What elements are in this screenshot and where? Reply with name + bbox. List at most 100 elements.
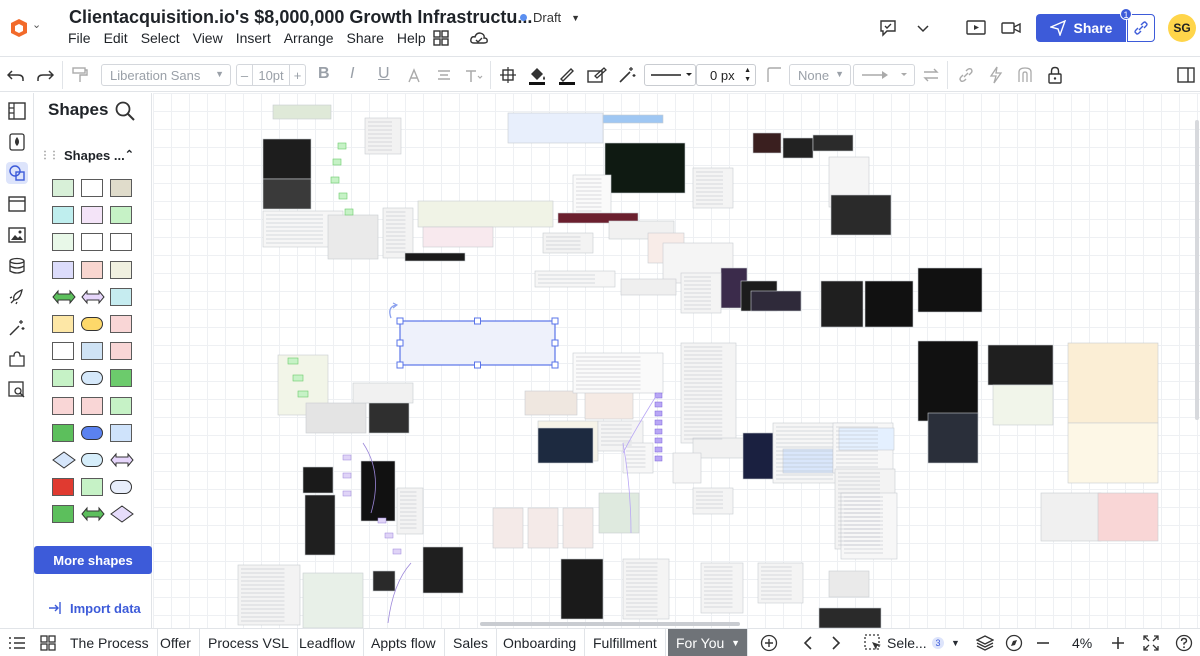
canvas-thumbnail[interactable] — [399, 320, 556, 366]
redo-icon[interactable] — [34, 64, 56, 86]
canvas-thumbnail[interactable] — [1040, 492, 1102, 542]
canvas-horizontal-scrollbar[interactable] — [480, 622, 740, 626]
flow-node[interactable] — [338, 192, 348, 200]
tab-fulfillment[interactable]: Fulfillment — [585, 629, 666, 656]
canvas-thumbnail[interactable] — [604, 142, 686, 194]
library-shape[interactable] — [81, 317, 103, 331]
canvas-thumbnail[interactable] — [404, 252, 466, 262]
connector-line[interactable] — [622, 442, 632, 534]
fullscreen-icon[interactable] — [1141, 633, 1161, 653]
library-shape[interactable] — [52, 233, 74, 252]
canvas-thumbnail[interactable] — [622, 558, 670, 620]
library-shape[interactable] — [110, 480, 132, 495]
tab-menu-caret-icon[interactable]: ▼ — [731, 638, 740, 648]
library-shape[interactable] — [52, 396, 74, 415]
zoom-out-icon[interactable] — [1033, 633, 1053, 653]
zoom-in-icon[interactable] — [1108, 633, 1128, 653]
canvas-thumbnail[interactable] — [492, 507, 524, 549]
library-shape[interactable] — [110, 451, 134, 469]
library-shape[interactable] — [52, 260, 74, 279]
flow-node[interactable] — [654, 410, 663, 417]
library-shape[interactable] — [52, 179, 74, 197]
magic-wand-icon[interactable] — [616, 64, 638, 86]
font-size-stepper[interactable]: – 10pt + — [236, 64, 306, 86]
menu-share[interactable]: Share — [346, 30, 384, 46]
flow-node[interactable] — [654, 419, 663, 426]
rotate-handle-icon[interactable] — [389, 304, 397, 319]
flow-node[interactable] — [654, 455, 663, 462]
menu-select[interactable]: Select — [140, 30, 180, 46]
library-shape[interactable] — [110, 342, 132, 361]
video-icon[interactable] — [1000, 17, 1022, 39]
tab-sales[interactable]: Sales — [445, 629, 498, 656]
tab-appts-flow[interactable]: Appts flow — [363, 629, 445, 656]
tab-onboarding[interactable]: Onboarding — [495, 629, 586, 656]
canvas-thumbnail[interactable] — [840, 492, 898, 560]
library-shape[interactable] — [52, 288, 76, 306]
library-shape[interactable] — [52, 369, 74, 388]
canvas-thumbnail[interactable] — [864, 280, 914, 328]
canvas-thumbnail[interactable] — [305, 402, 367, 434]
library-shape[interactable] — [81, 396, 103, 415]
line-end-select[interactable] — [853, 64, 915, 86]
page-list-icon[interactable] — [7, 633, 27, 653]
canvas-thumbnail[interactable] — [396, 487, 424, 535]
add-page-icon[interactable] — [759, 633, 779, 653]
selection-handle[interactable] — [551, 361, 559, 369]
search-icon[interactable] — [114, 100, 136, 122]
flow-node[interactable] — [384, 532, 394, 539]
canvas-thumbnail[interactable] — [262, 138, 312, 180]
document-title[interactable]: Clientacquisition.io's $8,000,000 Growth… — [69, 7, 533, 27]
cloud-sync-icon[interactable] — [469, 28, 489, 48]
line-width-spinner-icon[interactable]: ▲▼ — [744, 67, 751, 83]
text-color-icon[interactable] — [403, 65, 425, 87]
image-icon[interactable] — [6, 224, 28, 246]
canvas-thumbnail[interactable] — [917, 340, 979, 422]
data-linking-icon[interactable] — [1014, 64, 1036, 86]
canvas-thumbnail[interactable] — [742, 432, 774, 480]
library-shape[interactable] — [81, 260, 103, 279]
library-shape[interactable] — [52, 478, 74, 497]
search-image-icon[interactable] — [6, 379, 28, 401]
canvas-thumbnail[interactable] — [237, 564, 301, 626]
fill-color-icon[interactable] — [526, 64, 548, 86]
connector-line[interactable] — [622, 392, 659, 454]
document-status[interactable]: Draft ▼ — [520, 10, 580, 25]
library-shape[interactable] — [81, 478, 103, 497]
canvas-thumbnail[interactable] — [527, 507, 559, 549]
canvas-thumbnail[interactable] — [830, 194, 892, 236]
user-avatar[interactable]: SG — [1168, 14, 1196, 42]
selection-handle[interactable] — [474, 317, 481, 325]
canvas-thumbnail[interactable] — [372, 570, 396, 592]
menu-arrange[interactable]: Arrange — [283, 30, 334, 46]
container-icon[interactable] — [497, 64, 519, 86]
drag-grip-icon[interactable]: ⋮⋮ — [40, 150, 59, 161]
selection-tool-icon[interactable] — [863, 633, 883, 653]
canvas-thumbnail[interactable] — [818, 607, 882, 628]
canvas-thumbnail[interactable] — [700, 562, 744, 614]
shape-group-header[interactable]: ⋮⋮ Shapes ... ⌃ — [40, 148, 150, 163]
rocket-icon[interactable] — [6, 286, 28, 308]
lock-icon[interactable] — [1044, 64, 1066, 86]
library-shape[interactable] — [52, 315, 74, 333]
canvas-thumbnail[interactable] — [524, 390, 578, 416]
library-shape[interactable] — [110, 423, 132, 442]
help-icon[interactable] — [1174, 633, 1194, 653]
canvas-thumbnail[interactable] — [302, 466, 334, 494]
undo-icon[interactable] — [5, 64, 27, 86]
library-shape[interactable] — [110, 396, 132, 415]
previous-page-icon[interactable] — [798, 633, 818, 653]
flow-node[interactable] — [654, 428, 663, 435]
library-shape[interactable] — [81, 179, 103, 197]
flow-node[interactable] — [330, 176, 340, 184]
library-shape[interactable] — [52, 505, 74, 524]
library-shape[interactable] — [110, 315, 132, 333]
canvas-thumbnail[interactable] — [507, 112, 604, 144]
tab-for-you[interactable]: For You ▼ — [668, 629, 748, 656]
collapse-chevron-icon[interactable] — [912, 17, 934, 39]
canvas-thumbnail[interactable] — [782, 137, 814, 159]
flow-node[interactable] — [654, 392, 663, 399]
font-size-value[interactable]: 10pt — [258, 67, 284, 83]
menu-view[interactable]: View — [192, 30, 223, 46]
next-page-icon[interactable] — [826, 633, 846, 653]
